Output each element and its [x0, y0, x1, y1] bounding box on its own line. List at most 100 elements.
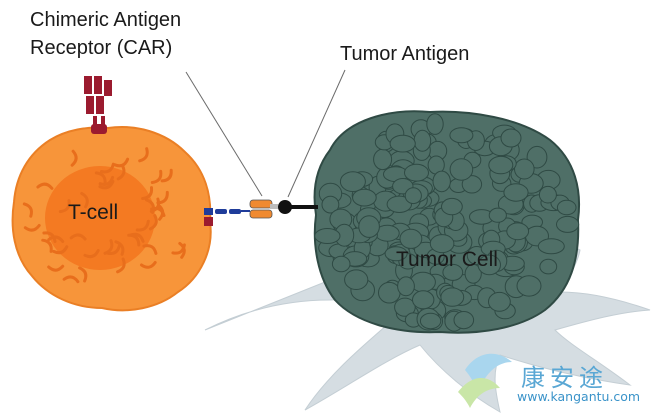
- t-cell-fold: [138, 147, 149, 163]
- t-cell-fold: [116, 257, 126, 274]
- t-cell-fold: [98, 175, 115, 186]
- t-cell-fold: [160, 168, 173, 183]
- car-domain: [94, 76, 102, 94]
- t-cell-fold: [99, 162, 115, 174]
- t-cell-fold: [83, 249, 100, 259]
- t-cell-fold: [178, 241, 186, 259]
- t-cell-surface-folds: [22, 147, 186, 284]
- car-anchor: [91, 124, 107, 134]
- t-cell-fold: [78, 266, 88, 283]
- tumor-surface-bumps: [314, 113, 580, 332]
- tumor-cell: [313, 110, 581, 334]
- car-label-line2: Receptor (CAR): [30, 37, 173, 59]
- tumor-bump: [397, 276, 415, 297]
- tumor-bump: [331, 255, 351, 273]
- tumor-bump: [503, 183, 529, 202]
- t-cell-nucleus: [45, 166, 155, 270]
- car-domain: [96, 96, 104, 114]
- tumor-bump: [404, 187, 422, 205]
- tumor-cell-label: Tumor Cell: [396, 248, 498, 271]
- car-domain-blue: [204, 208, 213, 215]
- tumor-bump: [386, 195, 412, 214]
- tumor-bump: [426, 113, 444, 135]
- car-domain-blue: [215, 209, 227, 214]
- tumor-bump: [441, 197, 463, 216]
- tumor-bump: [440, 287, 465, 307]
- tumor-bump: [514, 158, 535, 180]
- antigen-head: [278, 200, 292, 214]
- t-cell-fold: [62, 275, 80, 284]
- t-cell-fold: [41, 238, 53, 253]
- car-anchor: [204, 217, 213, 226]
- t-cell-fold: [149, 197, 161, 213]
- t-cell-fold: [148, 214, 158, 231]
- car-stem: [101, 116, 105, 126]
- car-leader-line: [185, 71, 263, 197]
- t-cell-fold: [141, 186, 154, 200]
- car-scfv-orange: [249, 209, 273, 219]
- t-cell-fold: [150, 169, 163, 184]
- antigen-leader-line: [287, 69, 346, 198]
- tumor-bump: [556, 215, 580, 233]
- tumor-bump: [378, 281, 401, 304]
- tumor-bump: [538, 185, 557, 204]
- tumor-bump: [321, 195, 340, 214]
- tumor-bump: [449, 158, 474, 181]
- tumor-bump: [506, 222, 530, 241]
- leader-lines: [185, 69, 346, 198]
- t-cell-fold: [42, 231, 57, 243]
- tumor-bump: [394, 297, 416, 317]
- t-cell-fold: [69, 233, 87, 241]
- car-stem: [93, 116, 97, 126]
- tumor-bump: [500, 128, 522, 148]
- tumor-bump: [419, 312, 442, 330]
- tumor-bump: [449, 127, 474, 144]
- tumor-bump: [488, 207, 507, 223]
- tumor-bump: [488, 291, 511, 312]
- logo-leaf-icon: [458, 377, 500, 408]
- watermark-text: 康安途: [521, 364, 608, 392]
- t-cell-fold: [135, 219, 150, 232]
- car-scfv-orange: [249, 199, 273, 209]
- tumor-bump: [477, 254, 501, 276]
- tumor-bump: [412, 290, 435, 310]
- tumor-bump: [384, 246, 408, 262]
- watermark-logo: [458, 353, 512, 408]
- tumor-bump: [373, 148, 393, 171]
- t-cell-label: T-cell: [68, 201, 119, 224]
- t-cell-fold: [36, 182, 54, 190]
- t-cell-fold: [47, 264, 65, 272]
- tumor-bump: [404, 163, 429, 182]
- tumor-bump: [432, 170, 451, 193]
- t-cell-fold: [116, 164, 126, 181]
- t-cell-fold: [52, 245, 69, 255]
- car-label-line1: Chimeric Antigen: [30, 9, 182, 31]
- tumor-bump: [516, 275, 542, 297]
- tumor-bump: [488, 155, 514, 175]
- car-domain: [84, 76, 92, 94]
- tumor-bump: [556, 199, 577, 216]
- t-cell-fold: [127, 233, 141, 247]
- t-cell-fold: [23, 224, 41, 232]
- t-cell-fold: [140, 261, 157, 269]
- car-receptor-top: [84, 76, 112, 134]
- t-cell-fold: [114, 240, 125, 256]
- tumor-bump: [442, 263, 464, 281]
- car-domain-blue: [229, 209, 241, 214]
- tumor-bump: [461, 175, 483, 194]
- tumor-bump: [352, 188, 377, 207]
- car-domain: [104, 80, 112, 96]
- t-cell-fold: [157, 203, 165, 221]
- tumor-bump: [358, 215, 380, 238]
- tumor-bump: [453, 311, 475, 330]
- t-cell-fold: [70, 149, 78, 167]
- t-cell-fold: [47, 235, 65, 243]
- tumor-bump: [539, 258, 558, 275]
- watermark-url: www.kangantu.com: [517, 389, 641, 404]
- car-hinge: [270, 204, 278, 209]
- tumor-antigen-label: Tumor Antigen: [340, 43, 470, 65]
- t-cell-fold: [105, 244, 121, 255]
- t-cell-fold: [58, 199, 71, 214]
- tumor-bump: [399, 228, 423, 249]
